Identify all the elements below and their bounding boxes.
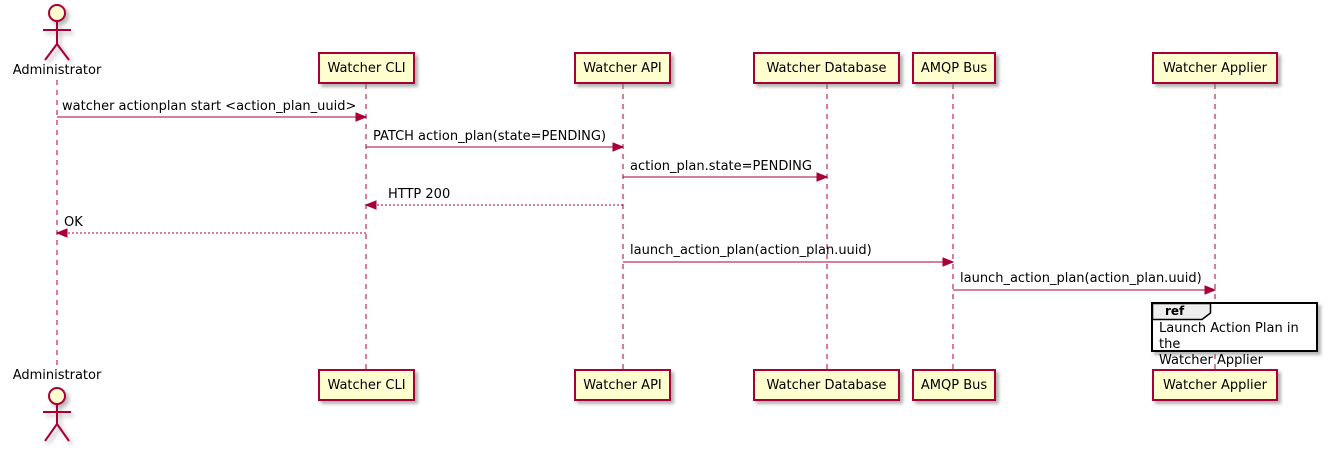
participant-watcher-api-top: Watcher API <box>574 52 671 84</box>
participant-watcher-applier-top: Watcher Applier <box>1152 52 1278 84</box>
actor-label-bottom: Administrator <box>12 368 102 383</box>
participant-watcher-database-top: Watcher Database <box>753 52 900 84</box>
participant-watcher-database-bottom: Watcher Database <box>753 369 900 401</box>
participant-watcher-applier-bottom: Watcher Applier <box>1152 369 1278 401</box>
message-arrow-6 <box>623 257 955 267</box>
actor-icon-bottom <box>43 387 71 442</box>
message-arrow-2 <box>366 142 625 152</box>
actor-label-top: Administrator <box>12 63 102 78</box>
message-label-6: launch_action_plan(action_plan.uuid) <box>630 243 872 258</box>
message-label-3: action_plan.state=PENDING <box>630 159 812 174</box>
message-label-5: OK <box>64 215 83 230</box>
ref-fragment-text: Launch Action Plan in the Watcher Applie… <box>1159 321 1299 368</box>
participant-watcher-cli-top: Watcher CLI <box>318 52 415 84</box>
message-label-4: HTTP 200 <box>388 187 451 202</box>
ref-header-shape-icon <box>1152 303 1212 321</box>
ref-fragment: ref Launch Action Plan in the Watcher Ap… <box>1151 302 1318 368</box>
message-arrow-5 <box>55 228 366 238</box>
lifelines <box>56 80 1216 369</box>
message-label-1: watcher actionplan start <action_plan_uu… <box>62 99 357 114</box>
participant-watcher-cli-bottom: Watcher CLI <box>318 369 415 401</box>
participant-watcher-api-bottom: Watcher API <box>574 369 671 401</box>
ref-fragment-header: ref <box>1152 303 1214 321</box>
ref-keyword: ref <box>1165 304 1185 318</box>
message-label-7: launch_action_plan(action_plan.uuid) <box>960 271 1202 286</box>
participant-amqp-bus-top: AMQP Bus <box>912 52 996 84</box>
message-label-2: PATCH action_plan(state=PENDING) <box>373 129 607 144</box>
participant-amqp-bus-bottom: AMQP Bus <box>912 369 996 401</box>
message-arrows <box>55 112 1217 295</box>
message-arrow-7 <box>953 285 1217 295</box>
message-arrow-1 <box>57 112 368 122</box>
message-arrow-3 <box>623 172 829 182</box>
message-arrow-4 <box>364 200 623 210</box>
actor-icon-top <box>43 4 71 61</box>
